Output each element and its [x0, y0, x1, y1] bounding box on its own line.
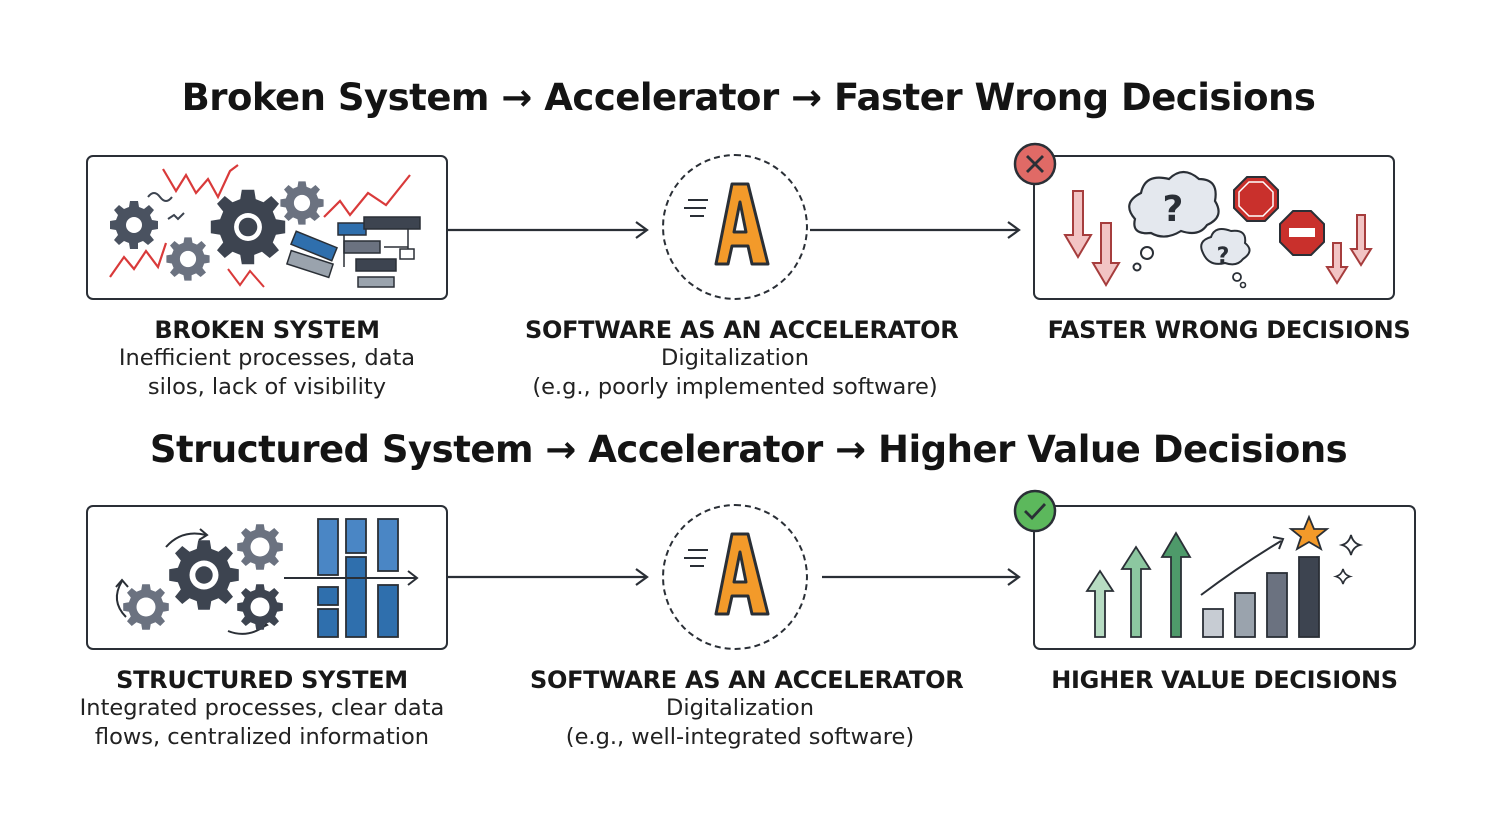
flow-arrow: [448, 221, 649, 239]
svg-text:?: ?: [1217, 244, 1230, 269]
x-circle-icon: [1013, 142, 1057, 186]
higher-value-label: HIGHER VALUE DECISIONS: [1033, 666, 1416, 694]
gear-icon: [237, 584, 283, 630]
row-2-title: Structured System → Accelerator → Higher…: [149, 428, 1348, 471]
structured-system-label: STRUCTURED SYSTEM Integrated processes, …: [66, 666, 458, 752]
structured-system-heading: STRUCTURED SYSTEM: [116, 666, 408, 694]
broken-system-description: silos, lack of visibility: [147, 374, 387, 400]
structured-system-description: Integrated processes, clear data: [79, 695, 445, 721]
wrong-decisions-graphic: ? ?: [1063, 170, 1373, 289]
accelerator-icon-circle: [662, 154, 808, 300]
bar-chart-icon: [1202, 556, 1320, 638]
check-circle-icon: [1013, 489, 1057, 533]
star-icon: [1288, 514, 1330, 551]
structured-system-description: flows, centralized information: [94, 724, 430, 750]
accelerator-description: (e.g., poorly implemented software): [532, 374, 938, 400]
svg-text:?: ?: [1163, 189, 1184, 230]
broken-system-description: Inefficient processes, data: [118, 345, 416, 371]
accelerator-label: SOFTWARE AS AN ACCELERATOR Digitalizatio…: [525, 316, 959, 402]
flow-arrow: [822, 568, 1021, 586]
accelerator-heading: SOFTWARE AS AN ACCELERATOR: [525, 316, 959, 344]
gear-icon: [280, 181, 324, 225]
zigzag-line-icon: [323, 174, 411, 218]
wrong-decisions-illustration: ? ?: [1033, 155, 1395, 300]
up-arrow-icon: [1085, 531, 1192, 638]
accelerator-a-icon: [684, 532, 770, 616]
flow-arrow: [448, 568, 649, 586]
zigzag-line-icon: [162, 164, 239, 200]
gear-icon: [210, 189, 286, 265]
zigzag-line-icon: [227, 268, 265, 288]
row-1-title: Broken System → Accelerator → Faster Wro…: [181, 76, 1316, 119]
gear-icon: [123, 584, 169, 630]
broken-system-illustration: [86, 155, 448, 300]
structured-system-illustration: [86, 505, 448, 650]
accelerator-icon-circle: [662, 504, 808, 650]
accelerator-description: Digitalization: [666, 695, 814, 721]
broken-system-graphic: [109, 164, 421, 288]
scattered-blocks-icon: [285, 216, 421, 288]
flow-arrow: [810, 221, 1021, 239]
sparkle-icon: [1338, 534, 1364, 556]
sparkle-icon: [1332, 568, 1354, 585]
gear-icon: [110, 201, 158, 249]
zigzag-line-icon: [109, 242, 168, 278]
accelerator-description: Digitalization: [661, 345, 809, 371]
accelerator-description: (e.g., well-integrated software): [565, 724, 915, 750]
gear-icon: [166, 237, 210, 281]
down-arrow-icon: [1063, 190, 1373, 287]
thought-bubble-question-icon: ? ?: [1128, 170, 1251, 289]
gear-icon: [169, 540, 239, 610]
higher-value-graphic: [1085, 514, 1364, 638]
wrong-decisions-heading: FASTER WRONG DECISIONS: [1047, 316, 1411, 344]
gear-icon: [237, 524, 283, 570]
broken-system-heading: BROKEN SYSTEM: [154, 316, 380, 344]
no-entry-icon: [1279, 210, 1325, 256]
structured-system-graphic: [115, 518, 419, 638]
accelerator-heading: SOFTWARE AS AN ACCELERATOR: [530, 666, 964, 694]
higher-value-heading: HIGHER VALUE DECISIONS: [1051, 666, 1398, 694]
higher-value-illustration: [1033, 505, 1416, 650]
accelerator-a-icon: [684, 182, 770, 266]
broken-system-label: BROKEN SYSTEM Inefficient processes, dat…: [86, 316, 448, 402]
wrong-decisions-label: FASTER WRONG DECISIONS: [1033, 316, 1425, 344]
stop-sign-icon: [1233, 176, 1279, 222]
accelerator-label: SOFTWARE AS AN ACCELERATOR Digitalizatio…: [530, 666, 964, 752]
